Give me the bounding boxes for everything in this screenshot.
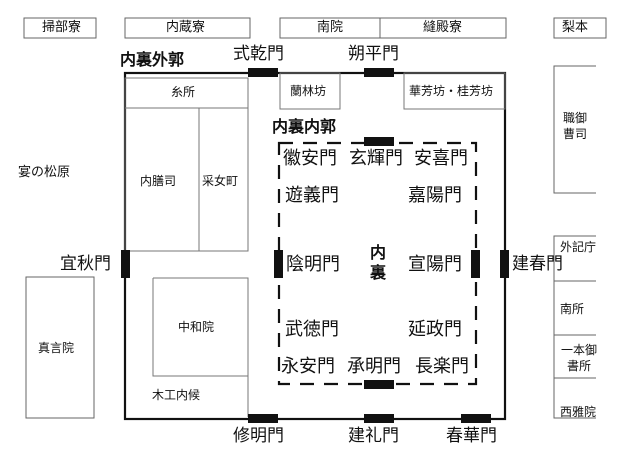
gate-bar-genki — [364, 137, 394, 146]
uneme-box — [198, 107, 249, 252]
outer-title: 内裏外郭 — [120, 50, 185, 69]
gate-bar-shomei — [364, 380, 394, 389]
gate-bar-sakuhei — [364, 68, 394, 77]
gate-kayo: 嘉陽門 — [408, 185, 462, 206]
shikishi-label: 職御曹司 — [562, 111, 587, 142]
kahobo-box — [403, 72, 506, 110]
chuwain-outer-line — [153, 277, 249, 417]
gate-anki: 安喜門 — [414, 148, 468, 169]
gate-shomei: 承明門 — [347, 356, 401, 377]
inner-title: 内裏内郭 — [272, 117, 337, 136]
matsubara-label: 宴の松原 — [18, 165, 71, 180]
nashimoto-label: 梨本 — [562, 20, 589, 35]
chuwain-label: 中和院 — [178, 320, 215, 334]
gate-sakuhei: 朔平門 — [348, 44, 399, 64]
mokko-label: 木工内候 — [152, 388, 201, 402]
east-column — [553, 235, 596, 419]
gate-ensei: 延政門 — [408, 319, 462, 340]
nuidonoryo-box — [379, 17, 507, 39]
gate-kenrei: 建礼門 — [348, 426, 399, 446]
gate-bar-inmei — [274, 250, 283, 278]
ranrinbo-box — [279, 72, 341, 110]
gate-bar-kenshun — [500, 250, 509, 278]
gate-shumei: 修明門 — [233, 426, 284, 446]
gate-inmei: 陰明門 — [286, 254, 340, 275]
kahobo-label: 華芳坊・桂芳坊 — [409, 84, 494, 98]
shikishi-box — [553, 65, 596, 194]
gate-choraku: 長楽門 — [415, 356, 469, 377]
gate-gishu: 宜秋門 — [60, 254, 111, 274]
nuidonoryo-label: 縫殿寮 — [423, 20, 463, 35]
nanin-label: 南院 — [317, 20, 344, 35]
shingon-box — [25, 276, 95, 419]
uneme-label: 采女町 — [202, 174, 239, 188]
gate-senyo: 宣陽門 — [408, 254, 462, 275]
kuraryo-label: 内蔵寮 — [166, 20, 206, 35]
gate-yugi: 遊義門 — [285, 185, 339, 206]
kuraryo-box — [124, 17, 251, 39]
gate-eian: 永安門 — [281, 356, 335, 377]
gate-bar-shikken — [248, 68, 278, 77]
gate-bar-shumei — [248, 414, 278, 423]
gate-shunka: 春華門 — [446, 426, 497, 446]
dairi-label: 内裏 — [369, 243, 386, 282]
gate-butoku: 武徳門 — [285, 319, 339, 340]
sagain-label: 西雅院 — [560, 405, 597, 419]
gate-bar-gishu — [121, 250, 130, 278]
gate-genki: 玄輝門 — [349, 148, 403, 169]
gate-shikken: 式乾門 — [233, 44, 284, 64]
gekicho-label: 外記庁 — [560, 240, 597, 254]
gate-bar-kenrei — [364, 414, 394, 423]
gate-kian: 徽安門 — [283, 148, 337, 169]
ranrinbo-label: 蘭林坊 — [290, 84, 327, 98]
chuwain-inner-line — [152, 278, 248, 377]
shingon-label: 真言院 — [38, 341, 75, 355]
nansho-label: 南所 — [560, 302, 585, 316]
nashimoto-box — [553, 17, 607, 39]
naizenshi-label: 内膳司 — [140, 174, 177, 188]
gate-kenshun: 建春門 — [512, 254, 563, 274]
shisho-label: 糸所 — [171, 85, 196, 99]
goshodokoro-label: 一本御書所 — [560, 343, 597, 374]
gate-bar-shunka — [461, 414, 491, 423]
gate-bar-senyo — [471, 250, 480, 278]
kamonryo-box — [23, 17, 97, 39]
kamonryo-label: 掃部寮 — [42, 20, 82, 35]
